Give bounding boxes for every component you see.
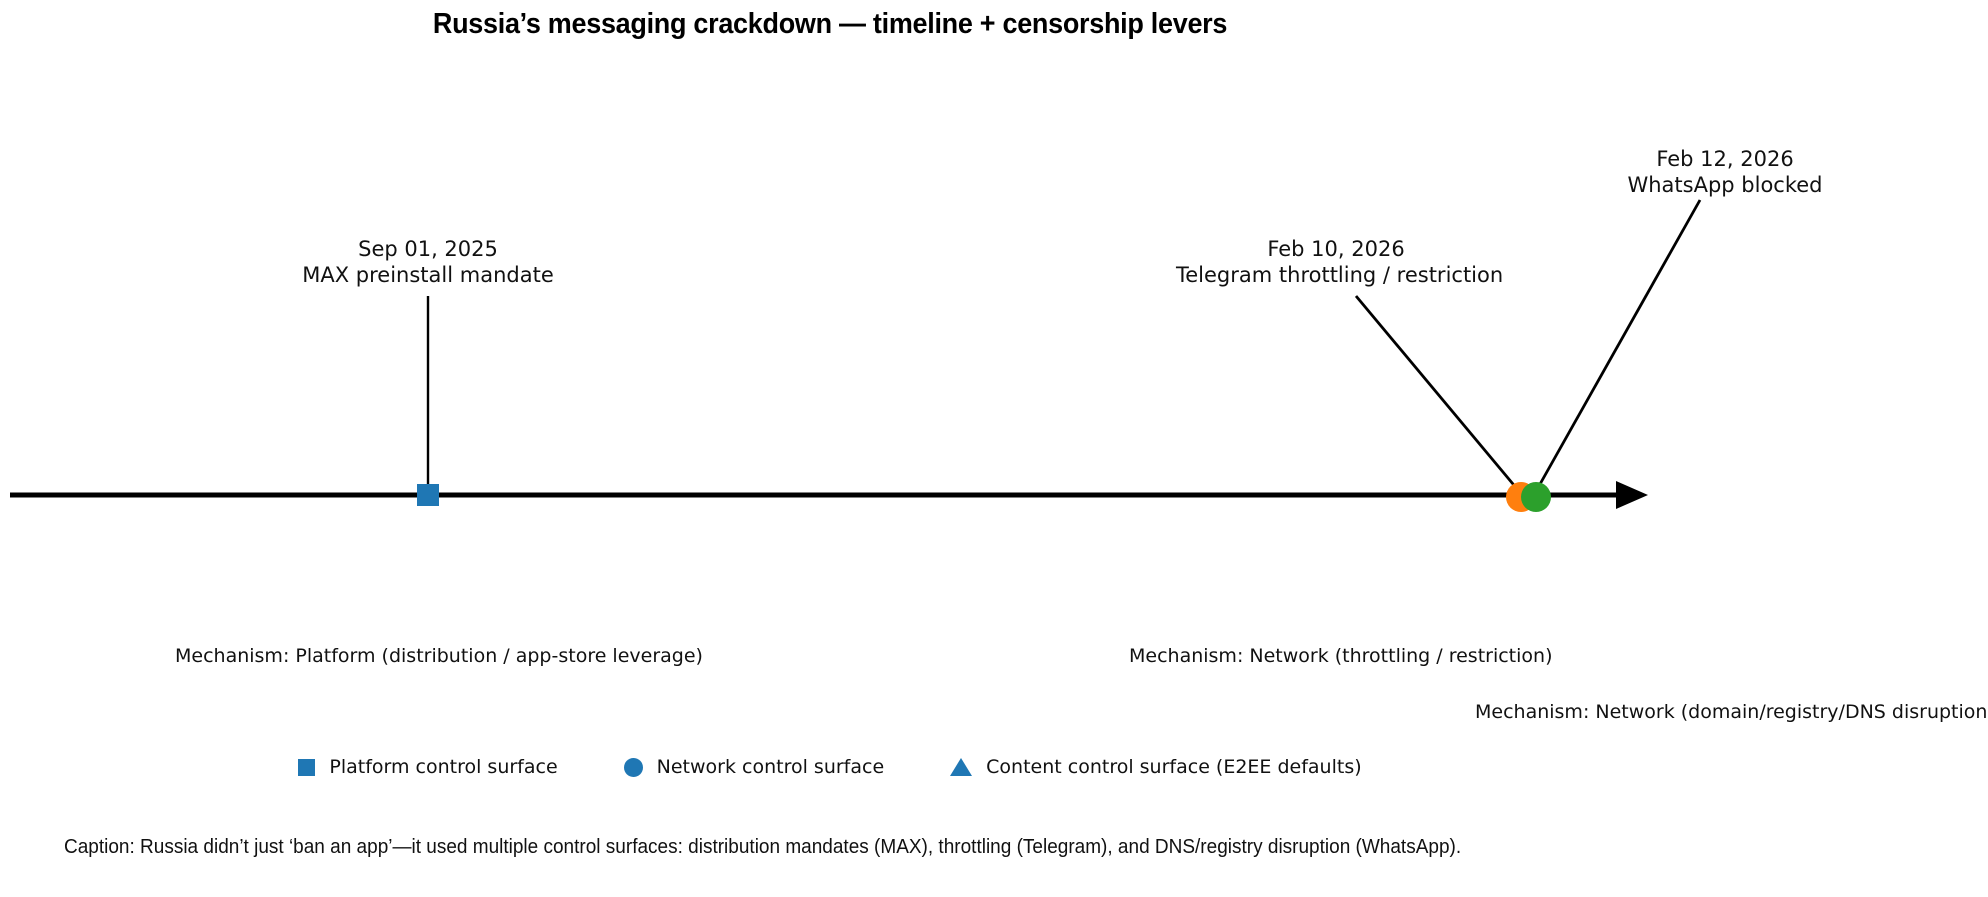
mechanism-label-platform: Mechanism: Platform (distribution / app-…	[175, 645, 703, 667]
page-title: Russia’s messaging crackdown — timeline …	[432, 8, 1228, 40]
marker-max-square[interactable]	[417, 484, 439, 506]
timeline-arrow-head	[1616, 481, 1648, 509]
leader-line-whatsapp	[1533, 199, 1702, 494]
marker-whatsapp-circle[interactable]	[1521, 482, 1551, 512]
annotation-whatsapp: Feb 12, 2026 WhatsApp blocked	[1595, 147, 1855, 198]
triangle-marker-icon	[950, 758, 973, 776]
annotation-max: Sep 01, 2025 MAX preinstall mandate	[298, 237, 558, 288]
mechanism-label-network-throttle: Mechanism: Network (throttling / restric…	[1129, 645, 1553, 667]
annotation-max-label: MAX preinstall mandate	[302, 262, 554, 287]
mechanism-label-network-dns: Mechanism: Network (domain/registry/DNS …	[1475, 701, 1988, 723]
legend-label-content: Content control surface (E2EE defaults)	[986, 756, 1362, 778]
leader-line-telegram	[1354, 295, 1520, 491]
square-marker-icon	[298, 758, 316, 776]
annotation-telegram-date: Feb 10, 2026	[1267, 237, 1405, 261]
circle-marker-icon	[623, 757, 643, 777]
legend: Platform control surface Network control…	[0, 756, 1660, 778]
legend-item-network[interactable]: Network control surface	[623, 756, 885, 778]
legend-item-platform[interactable]: Platform control surface	[298, 756, 558, 778]
legend-item-content[interactable]: Content control surface (E2EE defaults)	[950, 756, 1362, 778]
legend-label-platform: Platform control surface	[329, 756, 558, 778]
annotation-whatsapp-label: WhatsApp blocked	[1627, 172, 1823, 197]
annotation-telegram-label: Telegram throttling / restriction	[1176, 262, 1504, 287]
annotation-telegram: Feb 10, 2026 Telegram throttling / restr…	[1176, 237, 1504, 288]
legend-label-network: Network control surface	[656, 756, 885, 778]
annotation-max-date: Sep 01, 2025	[358, 237, 498, 261]
annotation-whatsapp-date: Feb 12, 2026	[1656, 147, 1794, 171]
figure-caption: Caption: Russia didn’t just ‘ban an app’…	[64, 836, 1462, 858]
